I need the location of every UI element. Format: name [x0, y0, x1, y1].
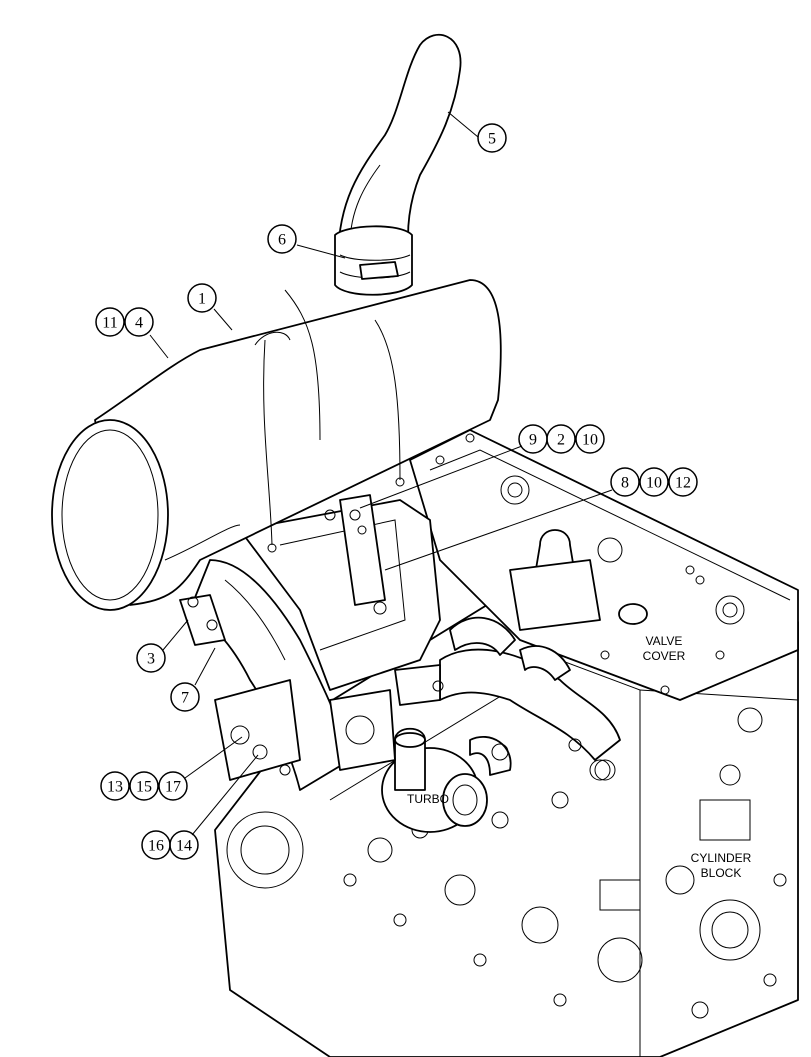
- cylinder-block-label-line1: CYLINDER: [691, 851, 752, 865]
- callout-17: 17: [158, 771, 188, 801]
- valve-cover-label-line2: COVER: [643, 649, 686, 663]
- callout-10-upper: 10: [575, 424, 605, 454]
- callout-8-number: 8: [621, 475, 629, 492]
- turbocharger: [381, 727, 512, 833]
- callout-5-number: 5: [488, 131, 496, 148]
- callout-11-number: 11: [102, 315, 117, 332]
- callout-1-number: 1: [198, 291, 206, 308]
- callout-15: 15: [129, 771, 159, 801]
- callout-16: 16: [141, 830, 171, 860]
- muffler-bracket: [239, 494, 444, 706]
- exhaust-flex-pipe: [189, 559, 396, 791]
- exhaust-manifold: [439, 616, 621, 781]
- callout-1: 1: [187, 283, 217, 313]
- callout-17-number: 17: [165, 779, 181, 796]
- callout-4: 4: [124, 307, 154, 337]
- pipe-clamp: [179, 594, 226, 646]
- leader-lines: [149, 111, 613, 836]
- callout-5: 5: [477, 123, 507, 153]
- outlet-pipe: [337, 34, 462, 261]
- callout-9-number: 9: [529, 432, 537, 449]
- callout-3-number: 3: [147, 651, 155, 668]
- callout-10-lower: 10: [639, 467, 669, 497]
- callout-16-number: 16: [148, 838, 164, 855]
- callout-2-number: 2: [557, 432, 565, 449]
- callout-14-number: 14: [176, 838, 192, 855]
- callout-13-number: 13: [107, 779, 123, 796]
- callout-7: 7: [170, 682, 200, 712]
- callout-7-number: 7: [181, 690, 189, 707]
- callout-10-upper-number: 10: [582, 432, 598, 449]
- callout-12: 12: [668, 467, 698, 497]
- callout-13: 13: [100, 771, 130, 801]
- turbo-label: TURBO: [407, 792, 449, 806]
- muffler: [51, 279, 502, 611]
- cylinder-block-label-line2: BLOCK: [701, 866, 742, 880]
- callout-12-number: 12: [675, 475, 691, 492]
- callout-9: 9: [518, 424, 548, 454]
- callout-10-lower-number: 10: [646, 475, 662, 492]
- callout-11: 11: [95, 307, 125, 337]
- valve-cover: [409, 429, 799, 701]
- callout-3: 3: [136, 643, 166, 673]
- callout-6-number: 6: [278, 232, 286, 249]
- callout-15-number: 15: [136, 779, 152, 796]
- callout-2: 2: [546, 424, 576, 454]
- callout-8: 8: [610, 467, 640, 497]
- valve-cover-label-line1: VALVE: [646, 634, 683, 648]
- callout-6: 6: [267, 224, 297, 254]
- callout-4-number: 4: [135, 315, 143, 332]
- callout-14: 14: [169, 830, 199, 860]
- outlet-clamp: [334, 225, 413, 296]
